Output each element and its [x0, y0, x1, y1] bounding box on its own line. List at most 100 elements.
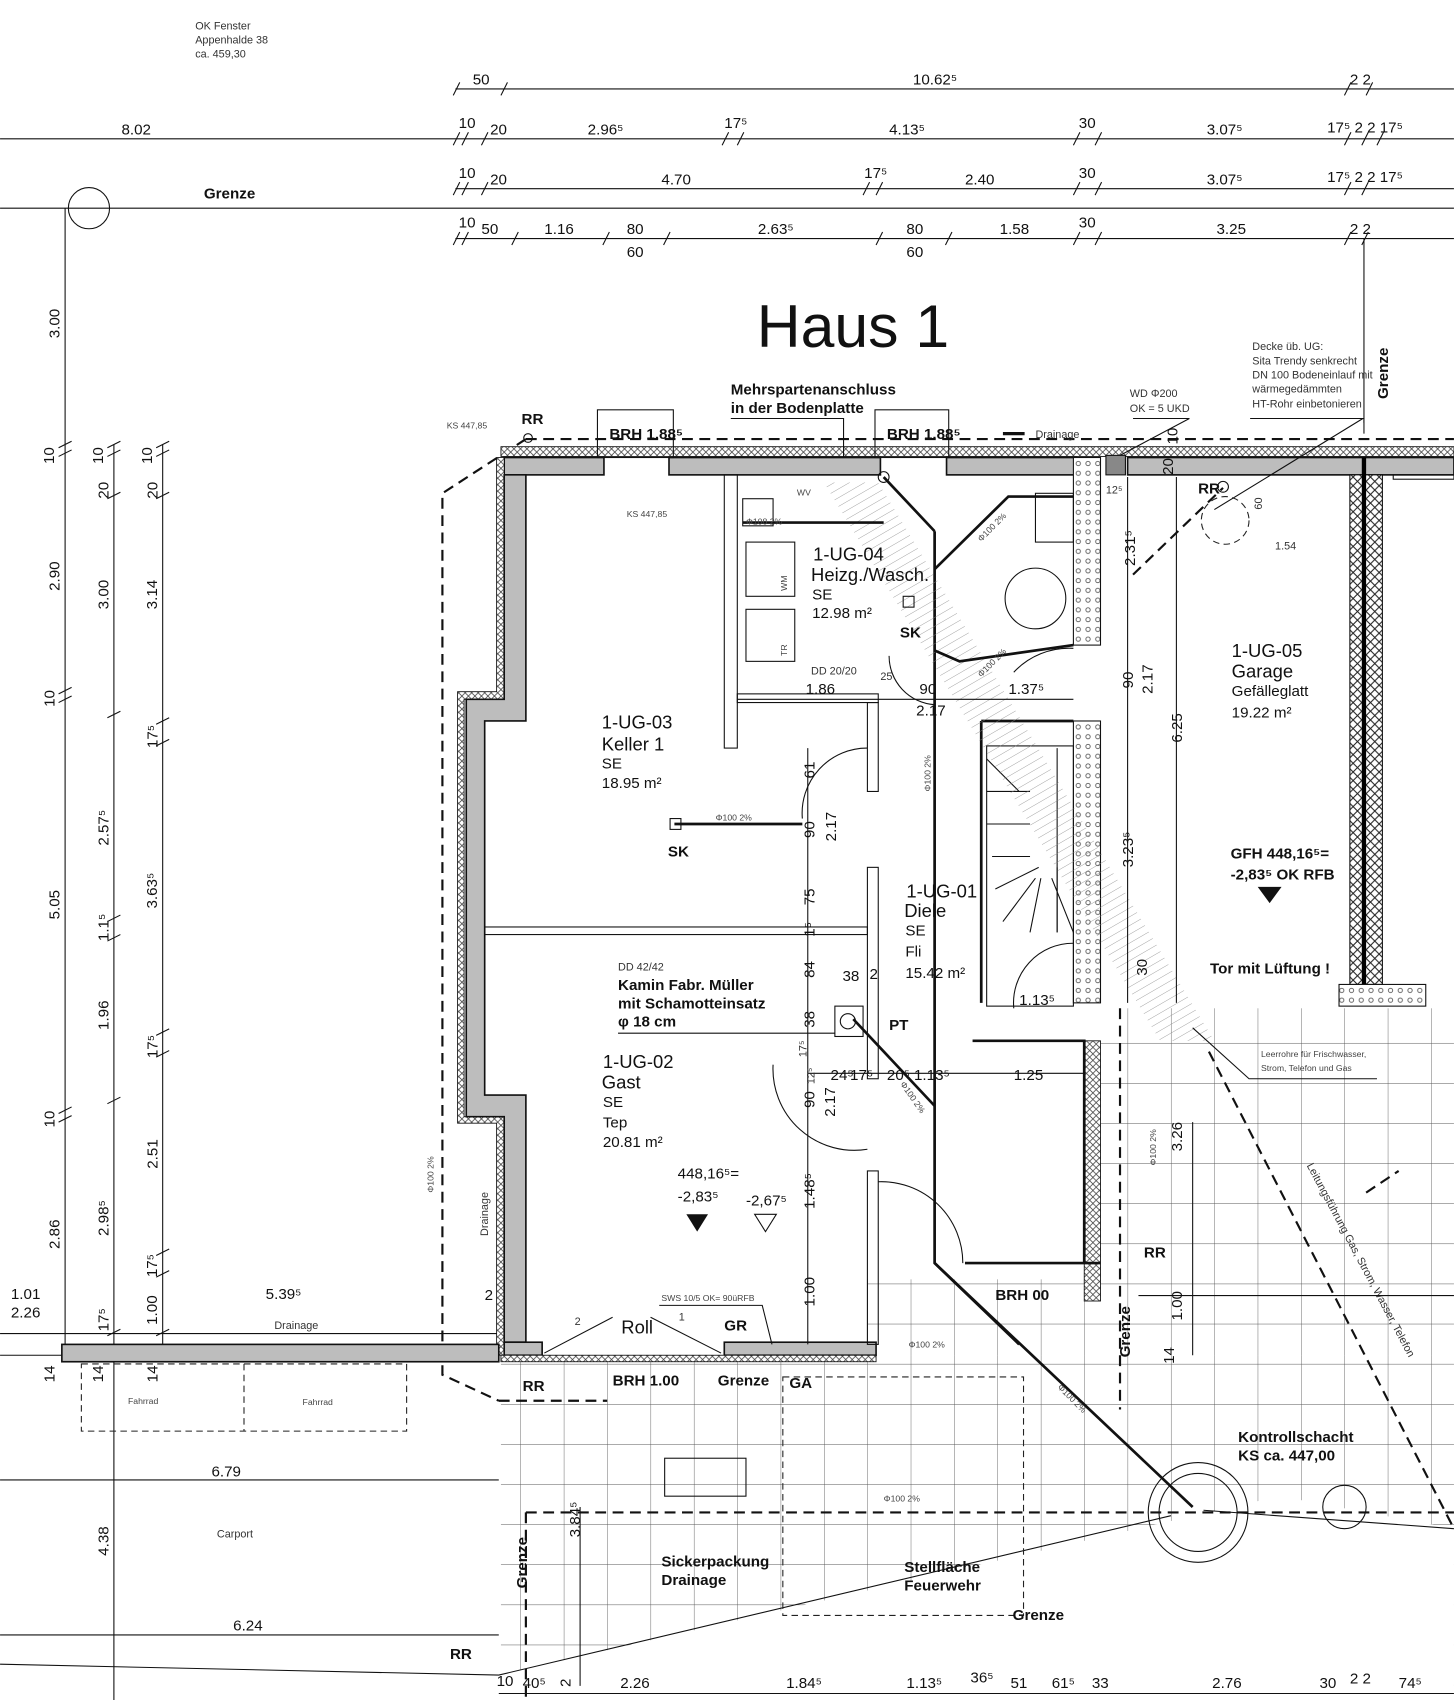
- dim-label: 10: [459, 165, 476, 182]
- dim-label: 2.31⁵: [1122, 530, 1139, 566]
- doors: [544, 647, 1074, 1354]
- pipe-label: Φ100 2%: [884, 1494, 921, 1504]
- dim-label: 80: [627, 221, 644, 238]
- ceiling-opening-label: DD 20/20: [811, 665, 857, 677]
- dim-label: 14: [41, 1365, 58, 1382]
- dim-label: 10: [459, 215, 476, 232]
- dim-label: 17⁵ 2 2 17⁵: [1327, 169, 1403, 186]
- sewer-label: SK: [900, 625, 921, 642]
- level-label: KS 447,85: [627, 509, 668, 519]
- dim-label: 36⁵: [970, 1670, 993, 1687]
- room-id: 1-UG-04: [813, 544, 884, 565]
- dim-label: 10: [41, 690, 58, 707]
- dim-label: 25: [880, 671, 892, 683]
- room-keller-1: 1-UG-03 Keller 1 SE 18.95 m²: [602, 712, 673, 793]
- dim-label: 60: [906, 244, 923, 261]
- pipe-label: Φ100 2%: [1148, 1129, 1158, 1166]
- dim-label: 90: [801, 821, 818, 838]
- dim-label: 2 2: [1350, 1671, 1371, 1688]
- rain-pipe-label: RR: [450, 1646, 472, 1663]
- dim-label: 17⁵ 2 2 17⁵: [1327, 119, 1403, 136]
- washing-machine-label: WM: [779, 575, 789, 590]
- room-floor: Gefälleglatt: [1232, 683, 1309, 700]
- note-decke: wärmegedämmten: [1251, 383, 1342, 395]
- dim-label: 17⁵: [144, 1254, 161, 1277]
- dim-label: 2.90: [47, 561, 64, 591]
- room-heizung-wasch: 1-UG-04 Heizg./Wasch. SE 12.98 m²: [811, 544, 929, 622]
- dim-label: 20: [144, 482, 161, 499]
- floor-level: -2,67⁵: [746, 1193, 787, 1210]
- room-area: 20.81 m²: [603, 1134, 663, 1151]
- window-sill-label: BRH 1.00: [613, 1373, 680, 1390]
- sewer-cleanout: [902, 595, 915, 608]
- note-kamin: Kamin Fabr. Müller: [618, 977, 754, 994]
- room-name: Heizg./Wasch.: [811, 564, 929, 585]
- pipe-label: Φ100 2%: [909, 1340, 946, 1350]
- dim-label: 2: [870, 966, 878, 983]
- paving-grid-lower: [867, 1279, 1101, 1356]
- dim-label: 2.17: [822, 1087, 839, 1117]
- dim-label: 20⁵: [887, 1067, 910, 1084]
- dim-label: 51: [1011, 1675, 1028, 1692]
- dim-label: 90: [919, 681, 936, 698]
- boundary-label: Grenze: [204, 185, 255, 202]
- garage-level: GFH 448,16⁵=: [1231, 846, 1330, 863]
- garage-door-note: Tor mit Lüftung !: [1210, 961, 1330, 978]
- rain-pipe-label: RR: [522, 411, 544, 428]
- dim-label: 4.38: [95, 1526, 112, 1556]
- annotations: Mehrspartenanschluss in der Bodenplatte …: [0, 341, 1454, 1663]
- dim-label: 10: [41, 1111, 58, 1128]
- dim-label: 30: [1079, 115, 1096, 132]
- dim-label: 12⁵: [805, 1068, 817, 1085]
- paving-grid-entry: [1100, 1008, 1454, 1356]
- dim-label: 1.58: [1000, 221, 1030, 238]
- dim-label: 2.96⁵: [588, 121, 624, 138]
- dim-label: 61: [801, 762, 818, 779]
- dim-label: 60: [1253, 498, 1265, 510]
- dim-label: 17⁵: [144, 725, 161, 748]
- note-kamin: DD 42/42: [618, 961, 664, 973]
- dim-label: 1.01: [11, 1286, 41, 1303]
- rain-pipe-label: RR: [1144, 1245, 1166, 1262]
- dim-label: 20: [490, 171, 507, 188]
- dim-label: 30: [1134, 959, 1151, 976]
- dim-label: 2: [575, 1316, 581, 1328]
- dim-label: 2: [485, 1287, 493, 1304]
- note-decke: Decke üb. UG:: [1252, 341, 1323, 353]
- garage-level: -2,83⁵ OK RFB: [1231, 866, 1335, 883]
- note-sickerpackung: Drainage: [661, 1572, 726, 1589]
- pipe-label: Φ100 2%: [976, 511, 1009, 544]
- left-dimension-chains: 3.00 10 2.90 10 5.05 10 2.86 1.01 2.26 1…: [0, 309, 499, 1700]
- bottom-dimension-chain: 10 40⁵ 2 2.26 1.84⁵ 1.13⁵ 36⁵ 51 61⁵ 33 …: [497, 1670, 1454, 1695]
- water-stop-marker: [1105, 454, 1126, 476]
- dim-label: 2.98⁵: [95, 1200, 112, 1236]
- windows: BRH 1.88⁵ BRH 1.88⁵: [596, 409, 961, 459]
- appliances: WM TR WV: [742, 487, 811, 662]
- chimney: [834, 1005, 864, 1038]
- site-boundary-mask: [0, 1496, 1454, 1700]
- dim-label: 17⁵: [850, 1067, 873, 1084]
- dim-label: 1.96: [95, 1000, 112, 1030]
- rain-pipe-label: RR: [1198, 480, 1220, 497]
- note-mehrsparten: in der Bodenplatte: [731, 400, 864, 417]
- note-sickerpackung: Sickerpackung: [661, 1554, 769, 1571]
- floor-level: -2,83⁵: [678, 1188, 719, 1205]
- note-line: Appenhalde 38: [195, 34, 268, 46]
- dim-label: 1.1⁵: [95, 914, 112, 941]
- dim-label: 3.14: [144, 580, 161, 610]
- note-decke: HT-Rohr einbetonieren: [1252, 399, 1362, 411]
- note-sws: SWS 10/5 OK= 90üRFB: [661, 1293, 754, 1303]
- note-leerrohre: Strom, Telefon und Gas: [1261, 1063, 1352, 1073]
- dim-label: 8.02: [121, 121, 150, 138]
- room-covering: Fli: [905, 943, 921, 960]
- pt-label: PT: [889, 1017, 909, 1034]
- dim-label: 10.62⁵: [913, 72, 957, 89]
- pipe-label: Φ100 2%: [922, 755, 932, 792]
- note-leerrohre: Leerrohre für Frischwasser,: [1261, 1049, 1366, 1059]
- dim-label: 75: [801, 888, 818, 905]
- room-floor: SE: [812, 587, 832, 604]
- dim-label: 3.63⁵: [144, 873, 161, 909]
- drainage-label: Drainage: [1035, 429, 1079, 441]
- dim-label: 3.07⁵: [1207, 171, 1243, 188]
- header-note: OK Fenster Appenhalde 38 ca. 459,30: [195, 20, 268, 60]
